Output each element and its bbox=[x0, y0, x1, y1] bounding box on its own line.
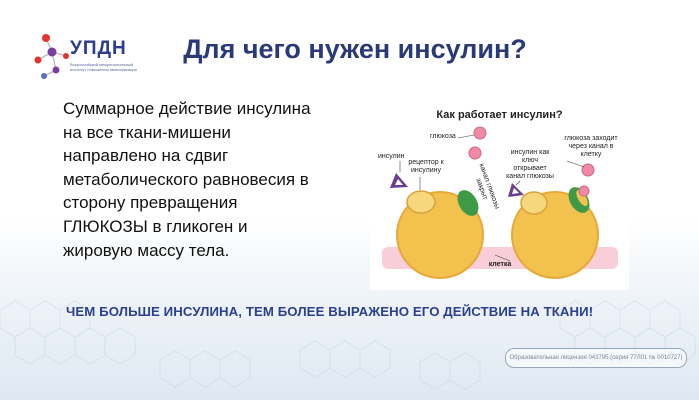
diagram-title: Как работает инсулин? bbox=[436, 109, 563, 121]
body-line: Суммарное действие инсулина bbox=[63, 99, 311, 118]
insulin-diagram: Как работает инсулин? bbox=[370, 95, 629, 290]
body-line: метаболического равновесия в bbox=[63, 169, 309, 189]
glucose-icon bbox=[473, 126, 487, 140]
conclusion-text: ЧЕМ БОЛЬШЕ ИНСУЛИНА, ТЕМ БОЛЕЕ ВЫРАЖЕНО … bbox=[66, 304, 594, 319]
license-badge: Образовательная лицензия 043795 (серия 7… bbox=[505, 348, 687, 368]
label-cell: клетка bbox=[488, 261, 512, 268]
logo-subtitle: Всероссийский межрегиональный институт п… bbox=[70, 62, 137, 72]
glucose-icon bbox=[578, 185, 590, 197]
label-receptor: рецептор к инсулину bbox=[408, 159, 444, 174]
insulin-diagram-illustration bbox=[382, 126, 618, 279]
glucose-icon bbox=[581, 163, 595, 177]
label-glucose: глюкоза bbox=[430, 133, 456, 140]
logo-name: УПДН bbox=[70, 38, 127, 59]
body-line: на все ткани-мишени bbox=[63, 122, 231, 142]
label-insulin: инсулин bbox=[378, 153, 405, 160]
body-line: сторону превращения bbox=[63, 193, 238, 213]
body-line: направлено на сдвиг bbox=[63, 146, 229, 166]
logo-molecule-icon bbox=[34, 34, 69, 79]
label-insulin-key: инсулин как ключ открывает канал глюкозы bbox=[506, 149, 554, 180]
glucose-icon bbox=[468, 146, 482, 160]
body-line: жировую массу тела. bbox=[63, 240, 230, 260]
receptor-right bbox=[520, 191, 548, 215]
glucose-channel-closed bbox=[457, 190, 479, 216]
body-text: Суммарное действие инсулина на все ткани… bbox=[63, 97, 353, 262]
label-glucose-enters: глюкоза заходит через канал в клетку bbox=[564, 135, 618, 158]
receptor-left bbox=[406, 190, 436, 214]
page-title: Для чего нужен инсулин? bbox=[183, 34, 527, 64]
body-line: ГЛЮКОЗЫ в гликоген и bbox=[63, 216, 248, 236]
hexagon-background-pattern bbox=[0, 300, 696, 390]
